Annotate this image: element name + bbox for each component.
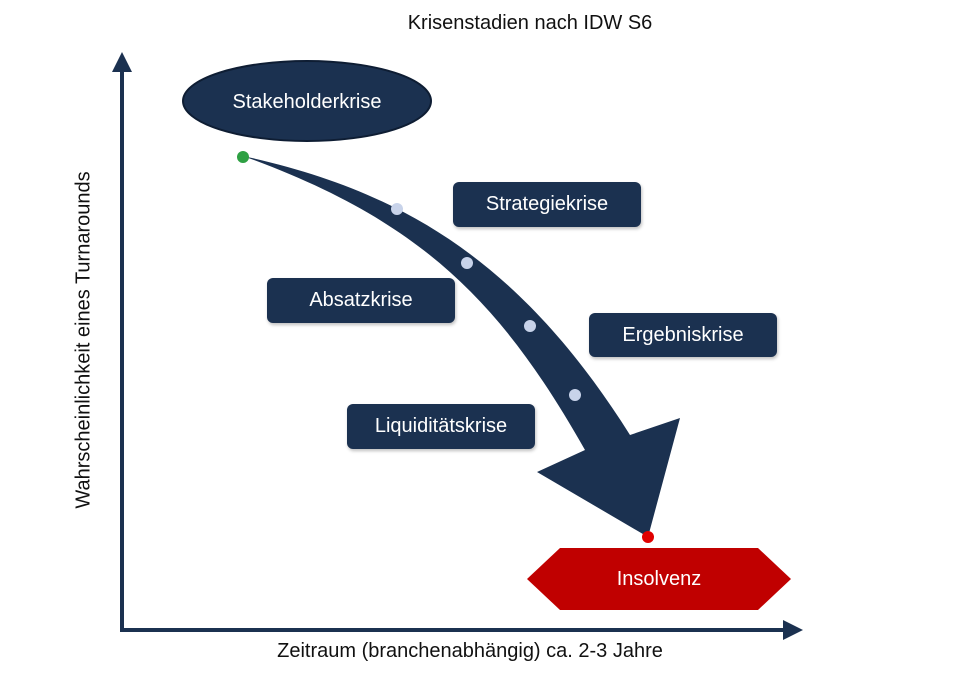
start-dot: [237, 151, 249, 163]
stage-box-ergebniskrise: Ergebniskrise: [589, 313, 777, 357]
stage-label: Strategiekrise: [485, 193, 609, 215]
stage-box-strategiekrise: Strategiekrise: [453, 182, 641, 227]
stage-box-absatzkrise: Absatzkrise: [267, 278, 455, 323]
arrow-marker-dot-4: [569, 389, 581, 401]
stakeholderkrise-ellipse: [182, 60, 432, 142]
arrow-marker-dot-1: [391, 203, 403, 215]
y-axis-arrowhead: [112, 52, 132, 72]
insolvenz-hexagon: [527, 548, 791, 610]
stage-label: Absatzkrise: [309, 289, 413, 311]
y-axis-label: Wahrscheinlichkeit eines Turnarounds: [72, 171, 95, 509]
x-axis-label: Zeitraum (branchenabhängig) ca. 2-3 Jahr…: [277, 640, 663, 662]
arrow-marker-dot-3: [524, 320, 536, 332]
stakeholderkrise-label: Stakeholderkrise: [232, 90, 382, 113]
arrow-marker-dot-2: [461, 257, 473, 269]
stage-label: Liquiditätskrise: [374, 415, 508, 437]
end-dot: [642, 531, 654, 543]
insolvenz-label: Insolvenz: [616, 567, 702, 590]
stage-label: Ergebniskrise: [622, 323, 744, 346]
diagram-title: Krisenstadien nach IDW S6: [407, 12, 653, 34]
crisis-progression-arrow: [243, 156, 680, 537]
stage-box-liquiditaetskrise: Liquiditätskrise: [347, 404, 535, 449]
x-axis-arrowhead: [783, 620, 803, 640]
